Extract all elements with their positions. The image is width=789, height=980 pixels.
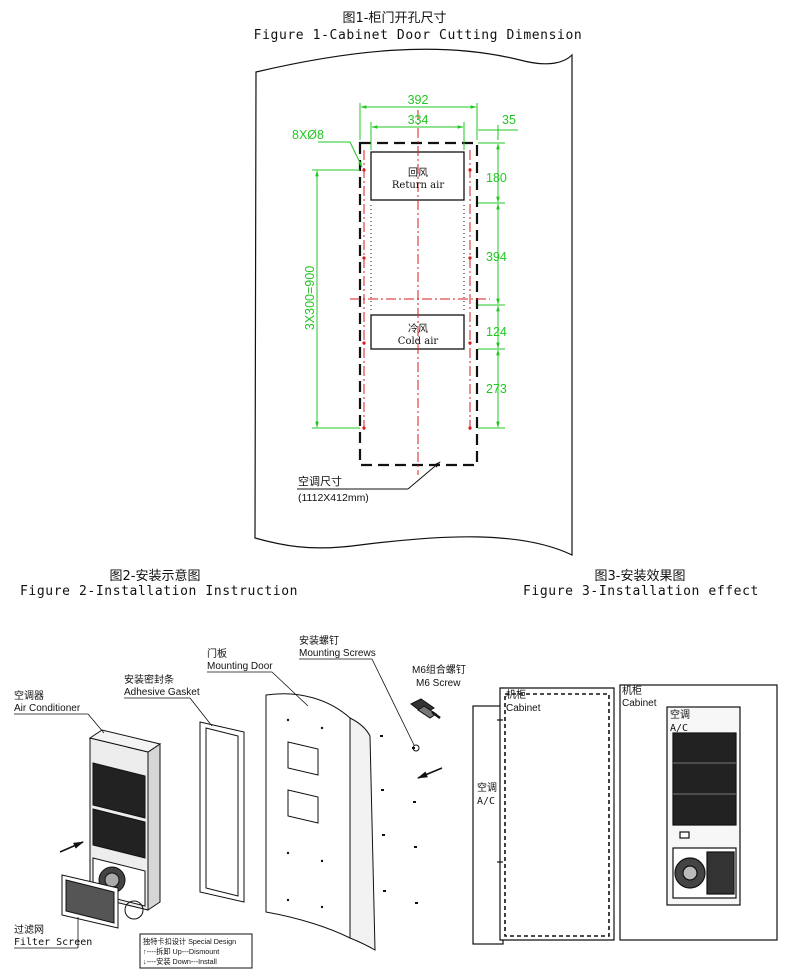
ac-label-en-side: A/C <box>477 796 495 807</box>
holes-callout: 8XØ8 <box>292 128 324 142</box>
filter-label-zh: 过滤网 <box>14 923 44 936</box>
dim-394: 394 <box>486 250 507 264</box>
ac-label-zh: 空调器 <box>14 689 44 702</box>
air-conditioner-unit <box>88 729 162 920</box>
dim-vertical-900: 3X300=900 <box>303 266 317 330</box>
dimension-lines <box>312 103 518 429</box>
ac-label-en-front: A/C <box>670 723 688 734</box>
figure1-door-cutting-drawing: 392 334 35 8XØ8 180 394 124 273 3X300=90… <box>254 48 573 556</box>
ac-size-label-en: (1112X412mm) <box>298 492 369 504</box>
legend-down: ↓----安装 Down---Install <box>143 957 217 966</box>
dim-334: 334 <box>408 113 429 127</box>
m6-screw-icon <box>410 698 441 719</box>
return-air-label-zh: 回风 <box>408 167 428 179</box>
dim-180: 180 <box>486 171 507 185</box>
gasket-label-en: Adhesive Gasket <box>124 687 200 698</box>
mounting-screws <box>380 735 418 904</box>
ac-size-label-zh: 空调尺寸 <box>298 474 342 488</box>
gasket-label-zh: 安装密封条 <box>124 673 174 686</box>
ac-label-zh-side: 空调 <box>477 781 497 794</box>
legend-up: ↑----拆卸 Up---Dismount <box>143 947 219 956</box>
cold-air-label-zh: 冷风 <box>408 322 428 335</box>
cabinet-label-zh-side: 机柜 <box>506 688 526 701</box>
center-lines <box>350 110 490 475</box>
legend-title: 独特卡扣设计 Special Design <box>143 937 236 946</box>
m6-label-en: M6 Screw <box>416 678 461 689</box>
cabinet-front-view <box>619 684 778 941</box>
cabinet-label-zh-front: 机柜 <box>622 684 642 697</box>
figure3-title-en: Figure 3-Installation effect <box>523 584 759 599</box>
figure1-title-en: Figure 1-Cabinet Door Cutting Dimension <box>253 28 583 43</box>
dim-392: 392 <box>408 93 429 107</box>
ac-label-en: Air Conditioner <box>14 703 81 714</box>
screws-label-en: Mounting Screws <box>299 648 376 659</box>
filter-label-en: Filter Screen <box>14 937 92 948</box>
door-label-zh: 门板 <box>207 647 227 660</box>
cabinet-label-en-front: Cabinet <box>622 698 657 709</box>
door-label-en: Mounting Door <box>207 661 273 672</box>
door-panel-outline <box>254 48 573 556</box>
cabinet-label-en-side: Cabinet <box>506 703 541 714</box>
ac-label-zh-front: 空调 <box>670 708 690 721</box>
m6-label-zh: M6组合螺钉 <box>412 663 466 676</box>
dim-124: 124 <box>486 325 507 339</box>
return-air-label-en: Return air <box>392 180 444 191</box>
dim-273: 273 <box>486 382 507 396</box>
figure3-title-zh: 图3-安装效果图 <box>594 569 686 584</box>
screws-label-zh: 安装螺钉 <box>299 634 339 647</box>
special-design-legend <box>139 933 253 969</box>
figure1-title-zh: 图1-柜门开孔尺寸 <box>342 11 447 26</box>
mounting-door <box>265 693 376 951</box>
dim-35: 35 <box>502 113 516 127</box>
filter-screen <box>61 874 119 929</box>
adhesive-gasket <box>199 721 245 903</box>
mounting-holes <box>362 168 472 430</box>
figure2-3-drawings: 空调器 Air Conditioner 过滤网 Filter Screen 独特… <box>14 634 778 969</box>
cabinet-side-view <box>472 687 615 945</box>
figure2-title-en: Figure 2-Installation Instruction <box>20 584 299 599</box>
cold-air-label-en: Cold air <box>398 336 439 347</box>
figure2-title-zh: 图2-安装示意图 <box>109 569 201 584</box>
